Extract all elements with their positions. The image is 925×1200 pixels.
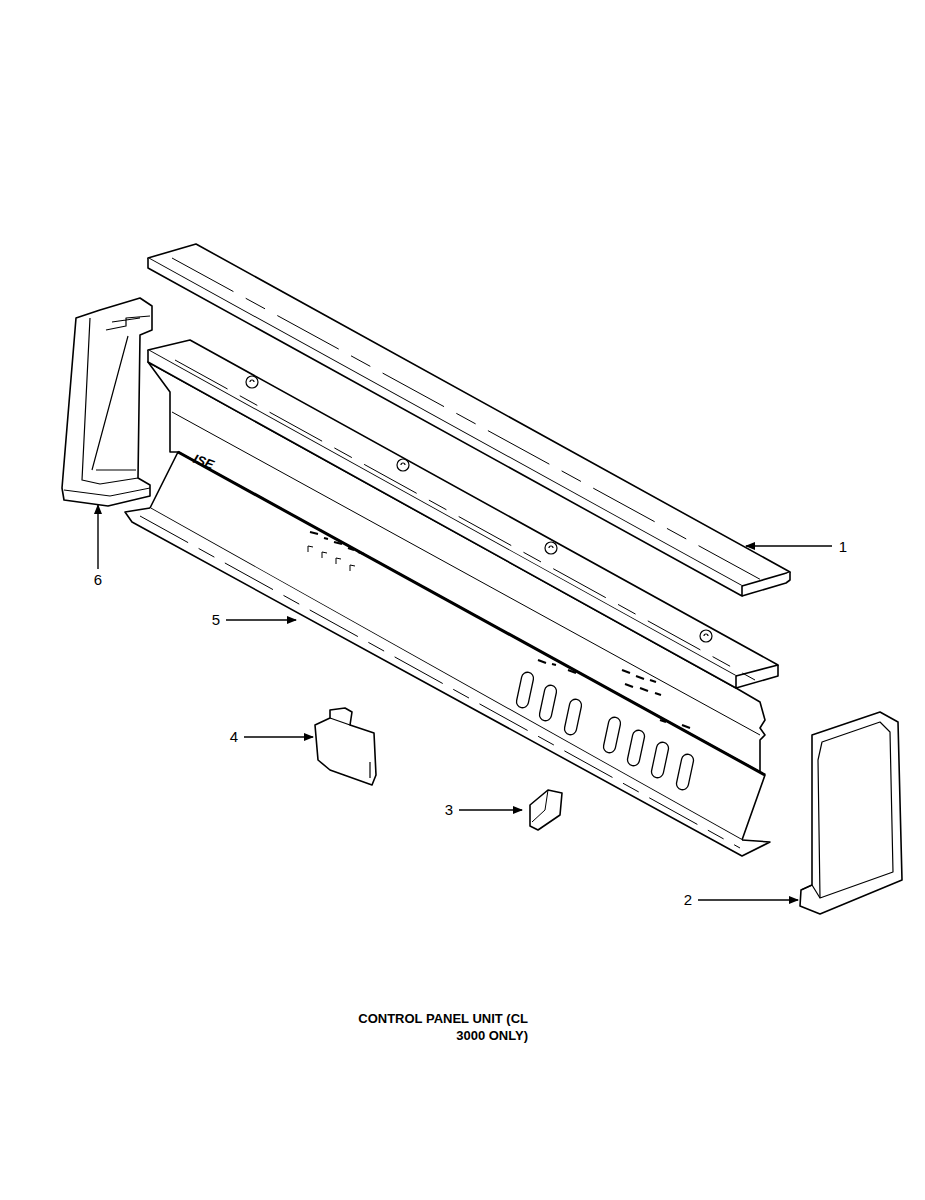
callout-number: 3 xyxy=(445,802,453,819)
figure-caption: CONTROL PANEL UNIT (CL 3000 ONLY) xyxy=(353,1011,528,1045)
callout-number: 1 xyxy=(839,539,847,556)
leader-lines xyxy=(98,505,832,900)
callout-number: 4 xyxy=(230,729,238,746)
left-end-cap xyxy=(62,298,152,506)
right-end-cap xyxy=(800,712,902,914)
brand-mark: ISE xyxy=(191,452,216,473)
callout-number: 6 xyxy=(94,572,102,589)
small-knob xyxy=(530,790,562,830)
large-knob xyxy=(315,708,376,785)
front-panel xyxy=(125,452,770,856)
callout-number: 2 xyxy=(684,892,692,909)
callout-number: 5 xyxy=(212,612,220,629)
